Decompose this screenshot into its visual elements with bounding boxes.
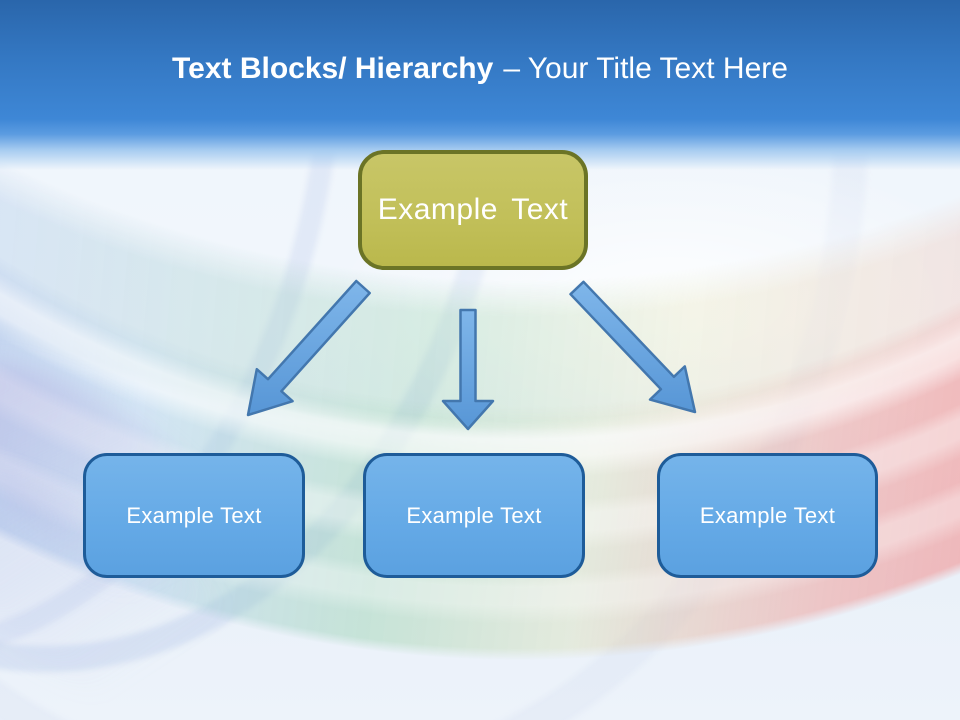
root-block[interactable]: Example Text [358, 150, 588, 270]
child-block-2-label: Example Text [406, 502, 542, 528]
arrow-down-icon [441, 308, 495, 432]
child-block-3-label: Example Text [699, 502, 836, 528]
slide-title[interactable]: Text Blocks/ Hierarchy – Your Title Text … [0, 52, 960, 86]
slide-title-emphasis: Text Blocks/ Hierarchy [172, 52, 494, 85]
child-block-1[interactable]: Example Text [83, 453, 305, 578]
arrow-down-right-icon [569, 278, 710, 423]
child-block-3[interactable]: Example Text [657, 453, 878, 578]
slide-title-subtitle: – Your Title Text Here [503, 52, 788, 85]
header-banner: Text Blocks/ Hierarchy – Your Title Text … [0, 0, 960, 170]
arrow-down-left-icon [236, 279, 376, 425]
root-block-label: Example Text [377, 193, 569, 226]
child-block-2[interactable]: Example Text [363, 453, 585, 578]
child-block-1-label: Example Text [126, 502, 262, 528]
